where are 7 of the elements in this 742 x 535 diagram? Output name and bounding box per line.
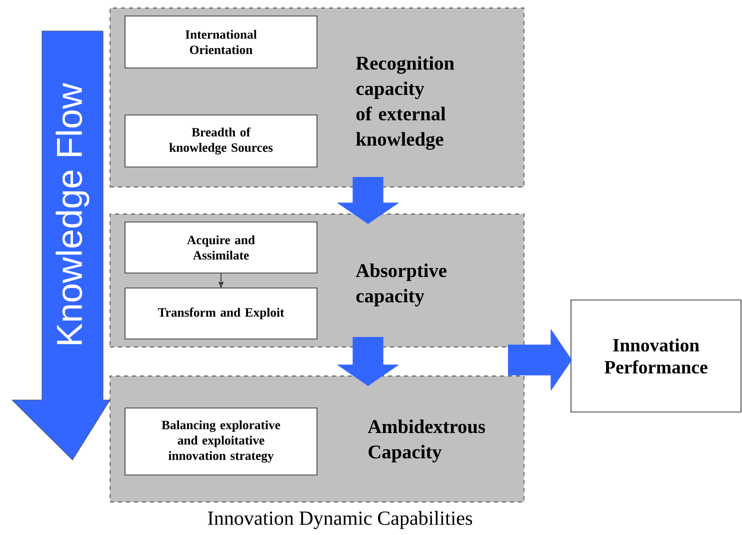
component-box: Breadth of knowledge Sources [124,114,318,168]
outcome-box: Innovation Performance [570,300,742,412]
component-box: Acquire and Assimilate [124,222,318,274]
component-box: International Orientation [124,16,318,68]
caption: Innovation Dynamic Capabilities [208,510,472,530]
component-box: Transform and Exploit [124,288,318,340]
component-box: Balancing explorative and exploitative innovation strategy [124,408,318,476]
